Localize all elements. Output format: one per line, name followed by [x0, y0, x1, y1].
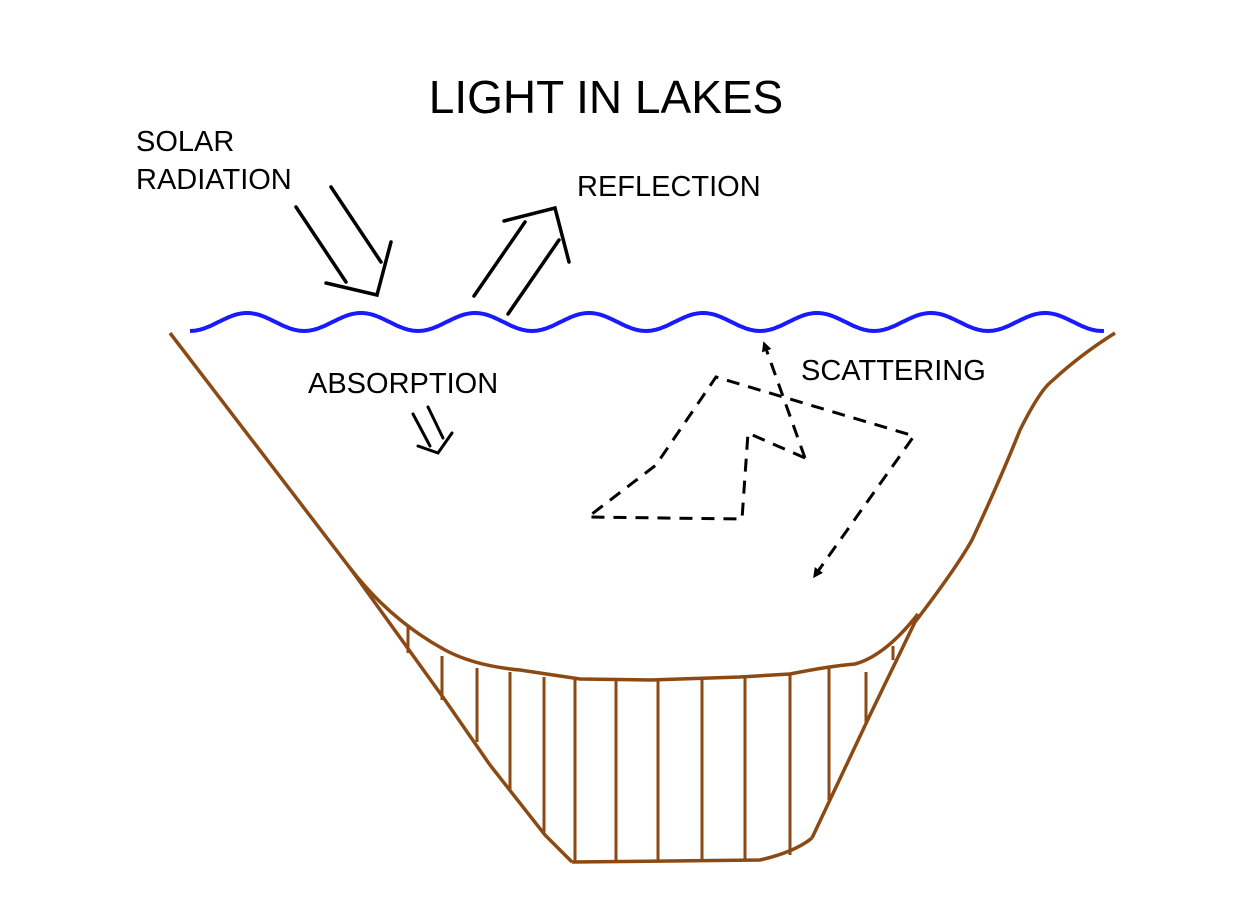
- basin-right-wall: [810, 331, 1116, 839]
- label-scattering: SCATTERING: [801, 355, 986, 387]
- basin-left-wall: [168, 331, 574, 864]
- basin-bottom: [571, 836, 814, 864]
- sediment-line: [348, 566, 920, 682]
- label-solar-radiation-line2: RADIATION: [136, 164, 292, 196]
- absorption-arrow-head: [416, 431, 454, 455]
- scattering-path-2: [761, 341, 807, 459]
- sediment-hatching: [406, 626, 895, 862]
- absorption-arrow-shaft-1: [411, 412, 432, 448]
- reflection-arrow-shaft-1: [472, 220, 527, 298]
- reflection-arrow-shaft-2: [506, 238, 561, 316]
- absorption-arrow-shaft-2: [426, 405, 445, 440]
- lake-basin: [168, 331, 1116, 864]
- reflection-arrow-head: [502, 205, 571, 264]
- label-absorption: ABSORPTION: [308, 368, 499, 400]
- label-reflection: REFLECTION: [577, 171, 761, 203]
- reflection-arrow: [472, 205, 571, 316]
- solar-arrow-head: [324, 240, 393, 298]
- solar-radiation-arrow: [294, 185, 393, 298]
- solar-arrow-shaft-1: [294, 205, 348, 284]
- label-solar-radiation-line1: SOLAR: [136, 126, 235, 158]
- water-surface-wave: [189, 311, 1105, 334]
- absorption-arrow: [411, 405, 454, 455]
- solar-arrow-shaft-2: [329, 185, 383, 264]
- scattering-path-1: [583, 375, 917, 579]
- page-title: LIGHT IN LAKES: [428, 71, 784, 123]
- scattering-paths: [583, 341, 917, 579]
